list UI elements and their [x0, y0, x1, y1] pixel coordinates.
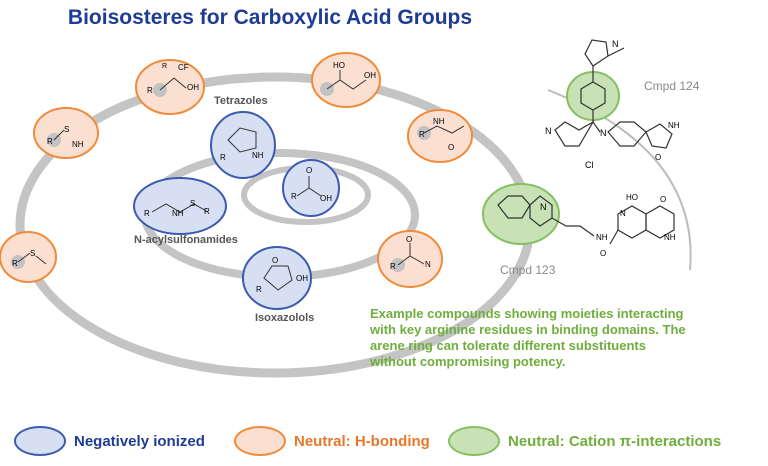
legend-label-neutral-hbond: Neutral: H-bonding: [294, 432, 430, 450]
svg-text:R: R: [291, 192, 297, 201]
svg-text:NH: NH: [668, 121, 680, 130]
svg-text:N: N: [620, 209, 626, 218]
compound-124-structure: N N N Cl NH O: [545, 39, 680, 170]
svg-text:N: N: [612, 39, 619, 49]
svg-text:O: O: [600, 249, 606, 258]
svg-text:R: R: [204, 207, 210, 216]
svg-text:O: O: [448, 143, 454, 152]
node-acylsulfonamide: R NH S R: [133, 177, 227, 235]
svg-text:R: R: [220, 153, 226, 162]
svg-text:NH: NH: [433, 117, 445, 126]
page-title: Bioisosteres for Carboxylic Acid Groups: [67, 6, 473, 29]
svg-text:NH: NH: [252, 151, 264, 160]
legend-swatch-negative: [14, 426, 66, 456]
legend-neutral-hbond: Neutral: H-bonding: [234, 424, 430, 458]
svg-text:CF: CF: [178, 63, 189, 72]
legend-label-cation-pi: Neutral: Cation π-interactions: [508, 432, 722, 450]
svg-text:R: R: [47, 137, 53, 146]
svg-text:S: S: [64, 125, 69, 134]
node-sulfone: R S: [0, 231, 57, 283]
svg-text:R: R: [256, 285, 262, 294]
node-diol: HO OH: [311, 52, 381, 108]
svg-text:R: R: [390, 262, 396, 271]
legend-cation-pi: Neutral: Cation π-interactions: [448, 424, 721, 458]
svg-text:R: R: [162, 63, 167, 70]
legend-negative: Negatively ionized: [14, 424, 205, 458]
svg-text:NH: NH: [596, 233, 608, 242]
svg-text:S: S: [190, 199, 195, 208]
svg-text:O: O: [306, 166, 312, 175]
svg-text:OH: OH: [320, 194, 332, 203]
node-secondary-amide: R NH O: [407, 109, 473, 163]
svg-text:NH: NH: [664, 233, 676, 242]
svg-text:N: N: [600, 128, 607, 138]
svg-text:Cl: Cl: [585, 160, 594, 170]
svg-text:N: N: [425, 260, 431, 269]
svg-text:HO: HO: [333, 61, 345, 70]
svg-text:NH: NH: [72, 140, 84, 149]
label-cmpd-123: Cmpd 123: [500, 263, 556, 277]
legend-swatch-cation-pi: [448, 426, 500, 456]
node-trifluoro-alcohol: R R CF OH: [135, 59, 205, 115]
svg-text:R: R: [12, 259, 18, 268]
svg-text:O: O: [272, 256, 278, 265]
caption-text: Example compounds showing moieties inter…: [370, 306, 686, 369]
svg-text:R: R: [147, 86, 153, 95]
svg-text:O: O: [406, 235, 412, 244]
right-arc: [547, 89, 692, 271]
svg-text:N: N: [545, 126, 552, 136]
legend-swatch-neutral-hbond: [234, 426, 286, 456]
svg-text:HO: HO: [626, 193, 638, 202]
svg-text:OH: OH: [187, 83, 199, 92]
svg-text:S: S: [30, 249, 35, 258]
label-cmpd-124: Cmpd 124: [644, 79, 700, 93]
svg-text:R: R: [144, 209, 150, 218]
svg-text:OH: OH: [296, 274, 308, 283]
node-tetrazole: R NH: [210, 111, 276, 179]
node-sulfonamide: R S NH: [33, 107, 99, 159]
node-tertiary-amide: R O N: [377, 230, 443, 288]
label-acylsulfonamides: N-acylsulfonamides: [134, 234, 238, 246]
label-tetrazoles: Tetrazoles: [214, 95, 268, 107]
node-carboxylic-acid: R O OH: [282, 159, 340, 217]
svg-text:OH: OH: [364, 71, 376, 80]
node-isoxazolol: R O OH: [242, 246, 312, 310]
compound-123-structure: N NH HO O N NH O: [482, 183, 676, 258]
svg-text:O: O: [655, 153, 661, 162]
svg-text:NH: NH: [172, 209, 184, 218]
svg-text:R: R: [419, 130, 425, 139]
legend-label-negative: Negatively ionized: [74, 432, 205, 450]
label-isoxazolols: Isoxazolols: [255, 312, 315, 324]
svg-text:N: N: [540, 202, 547, 212]
svg-text:O: O: [660, 195, 666, 204]
